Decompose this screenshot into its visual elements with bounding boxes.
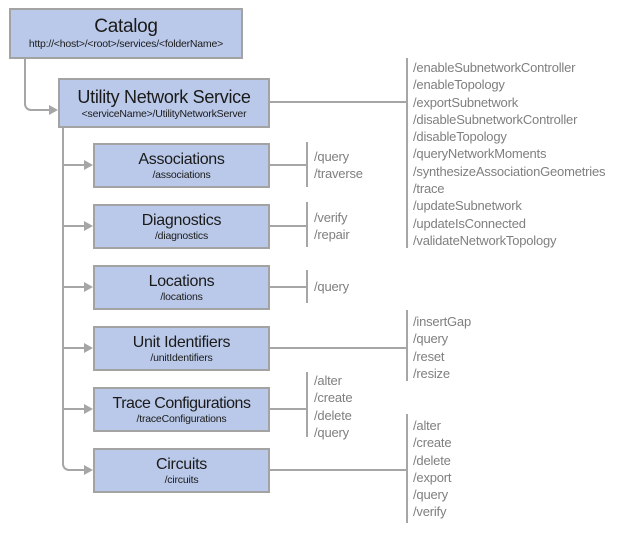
node-locations: Locations /locations [93,265,270,310]
node-locations-subtitle: /locations [160,290,203,303]
node-locations-title: Locations [148,272,215,290]
arrowhead-into-diagnostics [84,221,93,231]
operations-list-associations: /query /traverse [314,149,363,182]
operations-list-utility-network-service: /enableSubnetworkController /enableTopol… [413,60,606,248]
node-circuits: Circuits /circuits [93,448,270,493]
connector-locations-to-operations [270,286,307,288]
operations-bar-uns [406,58,408,248]
operations-bar-locations [306,270,308,303]
connector-trace-configurations-to-operations [270,408,307,410]
node-catalog-title: Catalog [94,16,158,37]
connector-branch-unit-identifiers [62,347,84,349]
node-associations-subtitle: /associations [152,168,211,181]
node-unit-identifiers-title: Unit Identifiers [132,333,231,351]
node-circuits-subtitle: /circuits [164,473,199,486]
operations-bar-diagnostics [306,202,308,247]
node-unit-identifiers-subtitle: /unitIdentifiers [150,351,213,364]
node-trace-configurations-title: Trace Configurations [112,394,251,412]
connector-associations-to-operations [270,164,307,166]
node-catalog-subtitle: http://<host>/<root>/services/<folderNam… [28,38,224,50]
connector-branch-locations [62,286,84,288]
arrowhead-into-utility-network-service [49,105,58,115]
node-catalog: Catalog http://<host>/<root>/services/<f… [9,8,243,59]
operations-list-unit-identifiers: /insertGap /query /reset /resize [413,314,471,381]
connector-circuits-to-operations [270,469,407,471]
node-diagnostics-title: Diagnostics [141,211,222,229]
operations-list-circuits: /alter /create /delete /export /query /v… [413,418,452,520]
node-circuits-title: Circuits [156,455,207,473]
arrowhead-into-trace-configurations [84,404,93,414]
node-utility-network-service-subtitle: <serviceName>/UtilityNetworkServer [81,107,247,120]
connector-trunk [62,128,85,471]
operations-list-diagnostics: /verify /repair [314,210,350,243]
connector-branch-associations [62,164,84,166]
node-diagnostics-subtitle: /diagnostics [154,229,209,242]
arrowhead-into-unit-identifiers [84,343,93,353]
connector-uns-to-operations [270,101,407,103]
node-associations: Associations /associations [93,143,270,188]
node-utility-network-service: Utility Network Service <serviceName>/Ut… [58,78,270,128]
connector-catalog-elbow [24,59,51,111]
operations-bar-trace-configurations [306,372,308,437]
operations-bar-unit-identifiers [406,310,408,381]
arrowhead-into-circuits [84,465,93,475]
operations-bar-circuits [406,414,408,523]
node-unit-identifiers: Unit Identifiers /unitIdentifiers [93,326,270,371]
node-diagnostics: Diagnostics /diagnostics [93,204,270,249]
operations-list-trace-configurations: /alter /create /delete /query [314,373,353,440]
connector-branch-diagnostics [62,225,84,227]
operations-bar-associations [306,142,308,187]
node-associations-title: Associations [138,150,225,168]
connector-unit-identifiers-to-operations [270,347,407,349]
node-trace-configurations-subtitle: /traceConfigurations [136,412,227,425]
node-utility-network-service-title: Utility Network Service [77,86,251,107]
connector-diagnostics-to-operations [270,225,307,227]
connector-branch-trace-configurations [62,408,84,410]
node-trace-configurations: Trace Configurations /traceConfiguration… [93,387,270,432]
operations-list-locations: /query [314,279,349,294]
arrowhead-into-locations [84,282,93,292]
arrowhead-into-associations [84,160,93,170]
